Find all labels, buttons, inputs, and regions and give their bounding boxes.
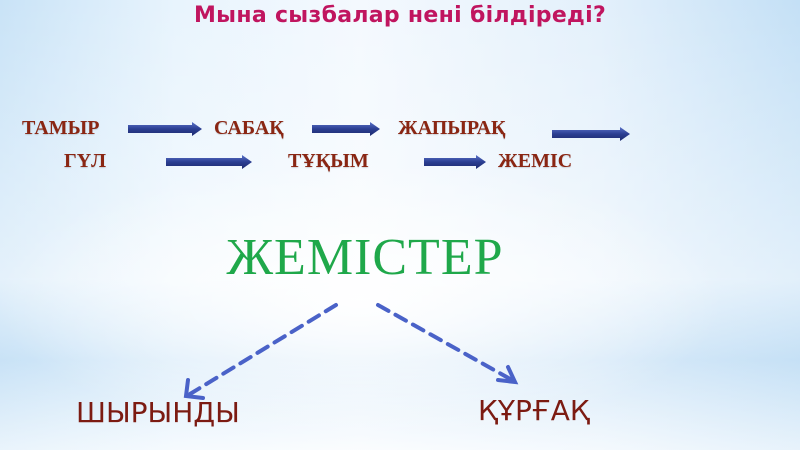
chain-word-sabaq: САБАҚ	[214, 117, 284, 139]
chain-word-tuqym: ТҰҚЫМ	[288, 150, 369, 172]
right-block-arrow-icon	[128, 122, 202, 136]
main-term: ЖЕМІСТЕР	[226, 229, 504, 286]
chain-word-zhapyraq: ЖАПЫРАҚ	[398, 117, 506, 139]
slide-title: Мына сызбалар нені білдіреді?	[193, 3, 607, 28]
right-block-arrow-icon	[424, 155, 486, 169]
chain-word-tamyr: ТАМЫР	[22, 117, 100, 139]
chain-word-gul: ГҮЛ	[64, 150, 107, 172]
branch-juicy: ШЫРЫНДЫ	[76, 396, 240, 429]
chain-word-zhemis: ЖЕМІС	[498, 150, 573, 172]
right-block-arrow-icon	[552, 127, 630, 141]
branch-dry: ҚҰРҒАҚ	[478, 394, 590, 427]
right-block-arrow-icon	[166, 155, 252, 169]
right-block-arrow-icon	[312, 122, 380, 136]
